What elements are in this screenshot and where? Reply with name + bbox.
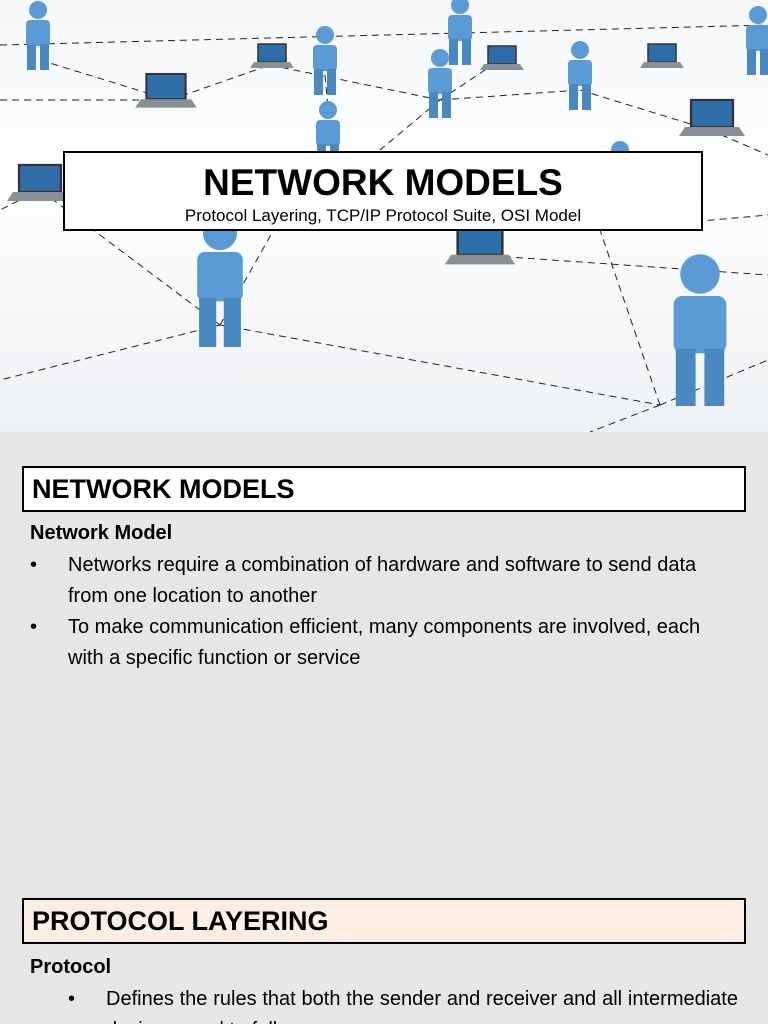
bullet-item: •Defines the rules that both the sender … [68,984,738,1024]
title-slide: NETWORK MODELS Protocol Layering, TCP/IP… [0,0,768,432]
section-header-protocol-layering: PROTOCOL LAYERING [22,898,746,944]
section-header-network-models: NETWORK MODELS [22,466,746,512]
subheading-protocol: Protocol [30,956,112,978]
bullet-dot-icon: • [68,988,76,1010]
bullet-item: •To make communication efficient, many c… [30,612,740,674]
bullet-dot-icon: • [30,616,38,638]
slide-subtitle: Protocol Layering, TCP/IP Protocol Suite… [184,206,582,225]
content-slide: NETWORK MODELS Network Model •Networks r… [0,432,768,1024]
slide-title: NETWORK MODELS [203,162,563,203]
bullet-dot-icon: • [30,554,38,576]
bullet-item: •Networks require a combination of hardw… [30,550,740,612]
title-box: NETWORK MODELS Protocol Layering, TCP/IP… [63,151,703,231]
network-model-bullet-list: •Networks require a combination of hardw… [30,550,740,674]
subheading-network-model: Network Model [30,522,173,544]
protocol-bullet-list: •Defines the rules that both the sender … [68,984,738,1024]
